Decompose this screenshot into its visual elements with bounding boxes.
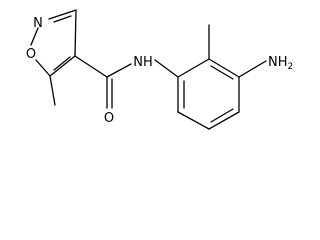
bond-c4-c3 xyxy=(74,9,77,57)
bonds xyxy=(30,9,267,130)
bond-ar-5 xyxy=(177,111,210,130)
bond-ar-2 xyxy=(208,58,240,78)
bond-c5-methyl xyxy=(49,75,56,106)
bond-n-o xyxy=(30,27,39,46)
bond-aryl-amine xyxy=(238,60,267,78)
bond-ar-2-double xyxy=(210,65,234,80)
bond-carbonyl-n xyxy=(106,63,132,78)
atom-label-amide-o: O xyxy=(104,111,114,126)
bond-c3-n-double xyxy=(53,15,72,23)
atom-label-ring-n: N xyxy=(33,16,43,31)
bond-ar-1 xyxy=(177,58,210,78)
amine-label-main: NH xyxy=(268,55,288,70)
bond-c5-c4 xyxy=(49,55,76,77)
bond-c5-c4-double xyxy=(53,56,71,71)
atom-labels: N O O NH NH2 xyxy=(26,16,293,126)
bond-c3-n xyxy=(48,9,77,20)
amine-label-subscript: 2 xyxy=(288,62,294,72)
atom-label-ring-o: O xyxy=(26,47,36,62)
bond-ar-4 xyxy=(208,111,240,130)
atom-label-amine: NH2 xyxy=(268,55,293,72)
bond-o-c5 xyxy=(35,59,51,77)
bond-n-aryl xyxy=(154,59,179,78)
molecule-structure: N O O NH NH2 xyxy=(26,9,293,130)
structure-canvas: N O O NH NH2 xyxy=(26,9,293,130)
bond-c4-carbonyl xyxy=(74,55,108,78)
bond-ar-4-double xyxy=(210,108,234,123)
atom-label-amide-nh: NH xyxy=(133,55,153,70)
